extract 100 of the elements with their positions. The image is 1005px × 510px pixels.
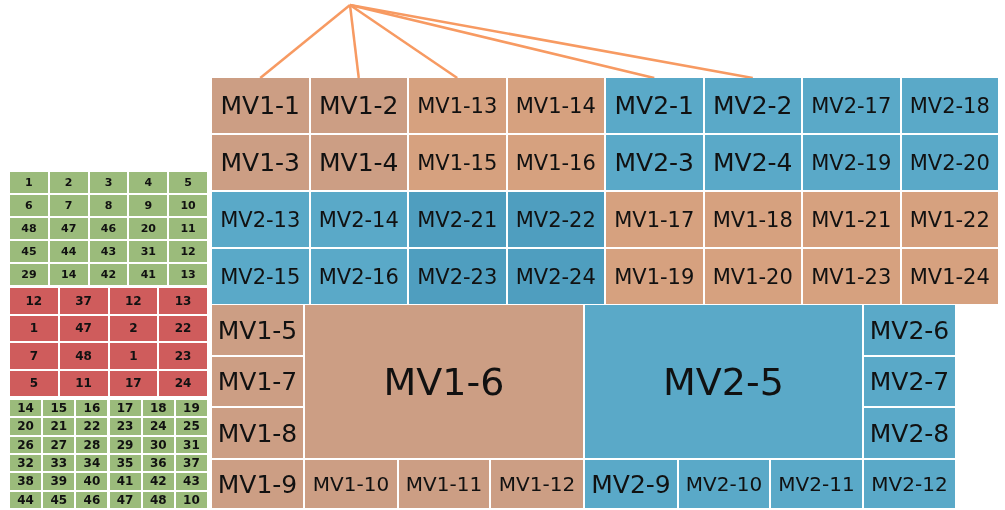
treemap-tile: MV2-20 <box>901 135 998 190</box>
grid-cell: 46 <box>89 218 128 239</box>
treemap-tile: MV1-23 <box>803 249 900 304</box>
grid-cell: 47 <box>59 315 108 341</box>
grid-cell: 19 <box>175 400 207 417</box>
treemap-tile: MV2-9 <box>585 460 677 508</box>
grid-cell: 41 <box>129 264 168 285</box>
grid-cell: 46 <box>76 491 108 508</box>
grid-cell: 42 <box>142 473 174 490</box>
treemap-tile: MV2-18 <box>901 78 998 133</box>
grid-cell: 30 <box>142 436 174 453</box>
grid-cell: 12 <box>10 288 58 314</box>
treemap-tile: MV1-16 <box>507 135 604 190</box>
grid-cell: 2 <box>49 172 88 193</box>
grid-cell: 29 <box>10 264 48 285</box>
treemap-tile: MV1-24 <box>901 249 998 304</box>
grid-cell: 27 <box>43 436 75 453</box>
grid-cell: 7 <box>49 195 88 216</box>
treemap-tile: MV1-13 <box>409 78 506 133</box>
grid-cell: 32 <box>10 455 42 472</box>
grid-cell: 26 <box>10 436 42 453</box>
grid-cell: 42 <box>89 264 128 285</box>
treemap-tile: MV2-4 <box>704 135 801 190</box>
treemap-tile: MV1-10 <box>305 460 397 508</box>
grid-cell: 48 <box>142 491 174 508</box>
grid-cell: 43 <box>89 241 128 262</box>
grid-cell: 11 <box>59 370 108 396</box>
grid-cell: 45 <box>43 491 75 508</box>
treemap-tile: MV1-15 <box>409 135 506 190</box>
treemap-tile: MV1-4 <box>310 135 407 190</box>
grid-cell: 48 <box>59 343 108 369</box>
treemap-tile: MV2-5 <box>585 305 862 458</box>
treemap-tile: MV1-6 <box>305 305 583 458</box>
grid-cell: 17 <box>109 370 158 396</box>
grid-cell: 10 <box>175 491 207 508</box>
treemap-tile: MV2-15 <box>212 249 309 304</box>
treemap-tile: MV2-3 <box>606 135 703 190</box>
grid-cell: 28 <box>76 436 108 453</box>
treemap-tile: MV2-24 <box>507 249 604 304</box>
grid-cell: 10 <box>169 195 207 216</box>
grid-cell: 31 <box>175 436 207 453</box>
grid-cell: 33 <box>43 455 75 472</box>
treemap-tile: MV2-17 <box>803 78 900 133</box>
treemap-tile: MV1-20 <box>704 249 801 304</box>
grid-cell: 7 <box>10 343 58 369</box>
treemap-tile: MV1-3 <box>212 135 309 190</box>
treemap-tile: MV2-8 <box>864 408 955 458</box>
grid-cell: 17 <box>109 400 141 417</box>
grid-cell: 35 <box>109 455 141 472</box>
treemap-tile: MV1-7 <box>212 357 303 406</box>
grid-cell: 44 <box>10 491 42 508</box>
treemap-tile: MV2-14 <box>310 192 407 247</box>
grid-cell: 5 <box>169 172 207 193</box>
grid-cell: 48 <box>10 218 48 239</box>
grid-cell: 2 <box>109 315 158 341</box>
grid-cell: 47 <box>109 491 141 508</box>
treemap-tile: MV1-19 <box>606 249 703 304</box>
grid-cell: 13 <box>169 264 207 285</box>
grid-cell: 12 <box>169 241 207 262</box>
grid-cell: 24 <box>142 418 174 435</box>
grid-cell: 16 <box>76 400 108 417</box>
grid-cell: 37 <box>59 288 108 314</box>
treemap-tile: MV2-21 <box>409 192 506 247</box>
grid-cell: 23 <box>159 343 207 369</box>
grid-cell: 18 <box>142 400 174 417</box>
grid-cell: 36 <box>142 455 174 472</box>
grid-cell: 1 <box>10 315 58 341</box>
treemap-tile: MV1-9 <box>212 460 303 508</box>
grid-cell: 15 <box>43 400 75 417</box>
grid-cell: 9 <box>129 195 168 216</box>
grid-cell: 34 <box>76 455 108 472</box>
grid-cell: 12 <box>109 288 158 314</box>
grid-cell: 14 <box>49 264 88 285</box>
treemap-tile: MV2-7 <box>864 357 955 406</box>
treemap-tile: MV1-11 <box>399 460 489 508</box>
treemap-tile: MV1-12 <box>491 460 583 508</box>
treemap-tile: MV2-12 <box>864 460 955 508</box>
treemap-tile: MV1-21 <box>803 192 900 247</box>
treemap-tile: MV1-22 <box>901 192 998 247</box>
treemap-tile: MV1-2 <box>310 78 407 133</box>
treemap-tile: MV2-19 <box>803 135 900 190</box>
grid-cell: 23 <box>109 418 141 435</box>
grid-cell: 4 <box>129 172 168 193</box>
grid-cell: 45 <box>10 241 48 262</box>
leader-line <box>259 4 351 79</box>
treemap-tile: MV1-8 <box>212 408 303 458</box>
grid-cell: 1 <box>109 343 158 369</box>
grid-cell: 13 <box>159 288 207 314</box>
leader-line <box>349 3 753 80</box>
treemap-tile: MV1-17 <box>606 192 703 247</box>
grid-cell: 1 <box>10 172 48 193</box>
grid-cell: 22 <box>76 418 108 435</box>
grid-cell: 41 <box>109 473 141 490</box>
treemap-tile: MV2-1 <box>606 78 703 133</box>
treemap-tile: MV2-16 <box>310 249 407 304</box>
treemap-tile: MV2-22 <box>507 192 604 247</box>
treemap-tile: MV2-10 <box>679 460 769 508</box>
grid-cell: 6 <box>10 195 48 216</box>
grid-cell: 40 <box>76 473 108 490</box>
leader-line <box>348 4 360 79</box>
